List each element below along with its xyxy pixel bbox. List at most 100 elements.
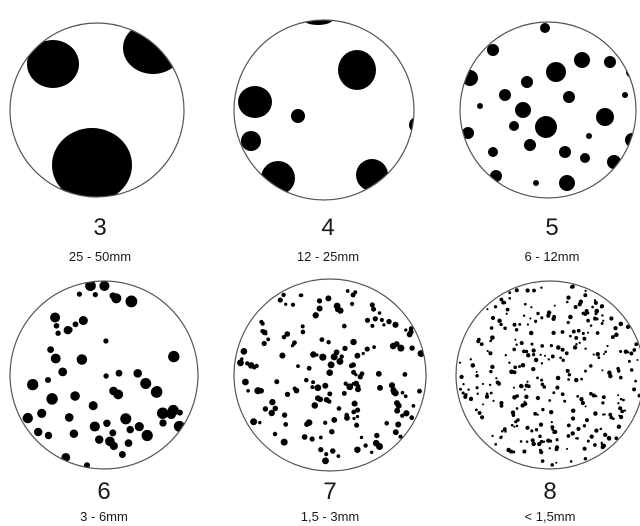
- dot: [591, 305, 594, 309]
- dot: [584, 289, 587, 293]
- dot: [597, 356, 601, 360]
- dot: [592, 353, 595, 356]
- dot: [310, 351, 317, 358]
- dot: [115, 369, 123, 377]
- dot: [398, 434, 403, 439]
- dot: [519, 383, 524, 389]
- dot: [359, 435, 364, 440]
- dot: [371, 306, 377, 312]
- dot: [599, 427, 603, 431]
- panel-7-outline: [233, 278, 427, 472]
- dot: [560, 392, 565, 397]
- dot: [64, 413, 74, 422]
- dot: [27, 40, 79, 88]
- dot: [550, 420, 553, 424]
- dot: [509, 121, 519, 131]
- dot: [619, 415, 624, 420]
- dot: [519, 440, 523, 443]
- dot: [555, 461, 558, 464]
- dot: [534, 319, 538, 323]
- panel-6-number: 6: [97, 478, 111, 505]
- dot: [333, 302, 341, 310]
- dot: [88, 401, 98, 411]
- dot: [241, 131, 261, 151]
- panel-8-outline: [455, 280, 640, 470]
- dot: [531, 352, 536, 357]
- dot: [351, 369, 357, 375]
- dot: [501, 430, 504, 433]
- dot: [53, 322, 60, 329]
- dot: [524, 139, 536, 151]
- dot: [311, 380, 316, 385]
- dot: [572, 345, 578, 350]
- dot: [476, 392, 479, 396]
- dot: [311, 402, 319, 409]
- dot: [85, 281, 96, 292]
- dot: [578, 341, 581, 344]
- dot: [623, 409, 627, 412]
- dot: [280, 438, 288, 446]
- dot: [355, 407, 361, 413]
- dot: [408, 329, 414, 335]
- dot: [546, 62, 566, 82]
- dot: [482, 403, 485, 406]
- dot: [37, 408, 47, 418]
- panel-5-outline: [459, 21, 637, 199]
- dot: [475, 408, 478, 412]
- dot: [475, 373, 479, 378]
- dot: [52, 128, 132, 197]
- dot: [555, 438, 559, 442]
- dot: [580, 377, 583, 381]
- dot: [543, 354, 547, 357]
- dot: [522, 349, 526, 354]
- dot: [70, 391, 80, 401]
- dot: [109, 429, 117, 437]
- dot: [569, 334, 572, 338]
- dot: [533, 357, 539, 363]
- dot: [134, 422, 144, 432]
- dot: [316, 298, 323, 304]
- dot: [505, 312, 508, 315]
- dot: [315, 353, 319, 357]
- dot: [372, 439, 380, 447]
- dot: [47, 346, 54, 353]
- dot: [459, 374, 464, 380]
- dot: [254, 363, 259, 369]
- dot: [268, 409, 275, 417]
- dot: [238, 86, 272, 118]
- dot: [609, 316, 614, 321]
- dot: [566, 320, 570, 325]
- dot: [395, 421, 402, 428]
- dot: [528, 330, 534, 336]
- dot: [524, 394, 529, 399]
- dot: [601, 443, 607, 448]
- dot: [546, 313, 551, 318]
- dot: [559, 175, 575, 191]
- dot: [608, 412, 613, 417]
- dot: [339, 354, 344, 359]
- dot: [617, 394, 620, 397]
- dot: [566, 423, 571, 428]
- dot: [382, 323, 386, 327]
- dot: [525, 425, 530, 430]
- dot: [168, 350, 180, 363]
- dot: [571, 416, 576, 421]
- dot: [318, 435, 323, 440]
- dot: [542, 440, 546, 443]
- dot: [464, 393, 468, 397]
- dot: [99, 281, 110, 291]
- dot: [601, 401, 605, 405]
- dot: [22, 412, 33, 424]
- dot: [576, 426, 581, 431]
- dot: [586, 133, 592, 139]
- dot: [503, 326, 507, 331]
- dot: [495, 380, 500, 385]
- dot: [489, 369, 493, 374]
- dot: [589, 434, 594, 439]
- dot: [629, 351, 634, 356]
- dot: [361, 351, 365, 356]
- dot: [534, 428, 539, 432]
- dot: [595, 352, 600, 357]
- dot: [593, 317, 597, 321]
- dot: [488, 147, 498, 157]
